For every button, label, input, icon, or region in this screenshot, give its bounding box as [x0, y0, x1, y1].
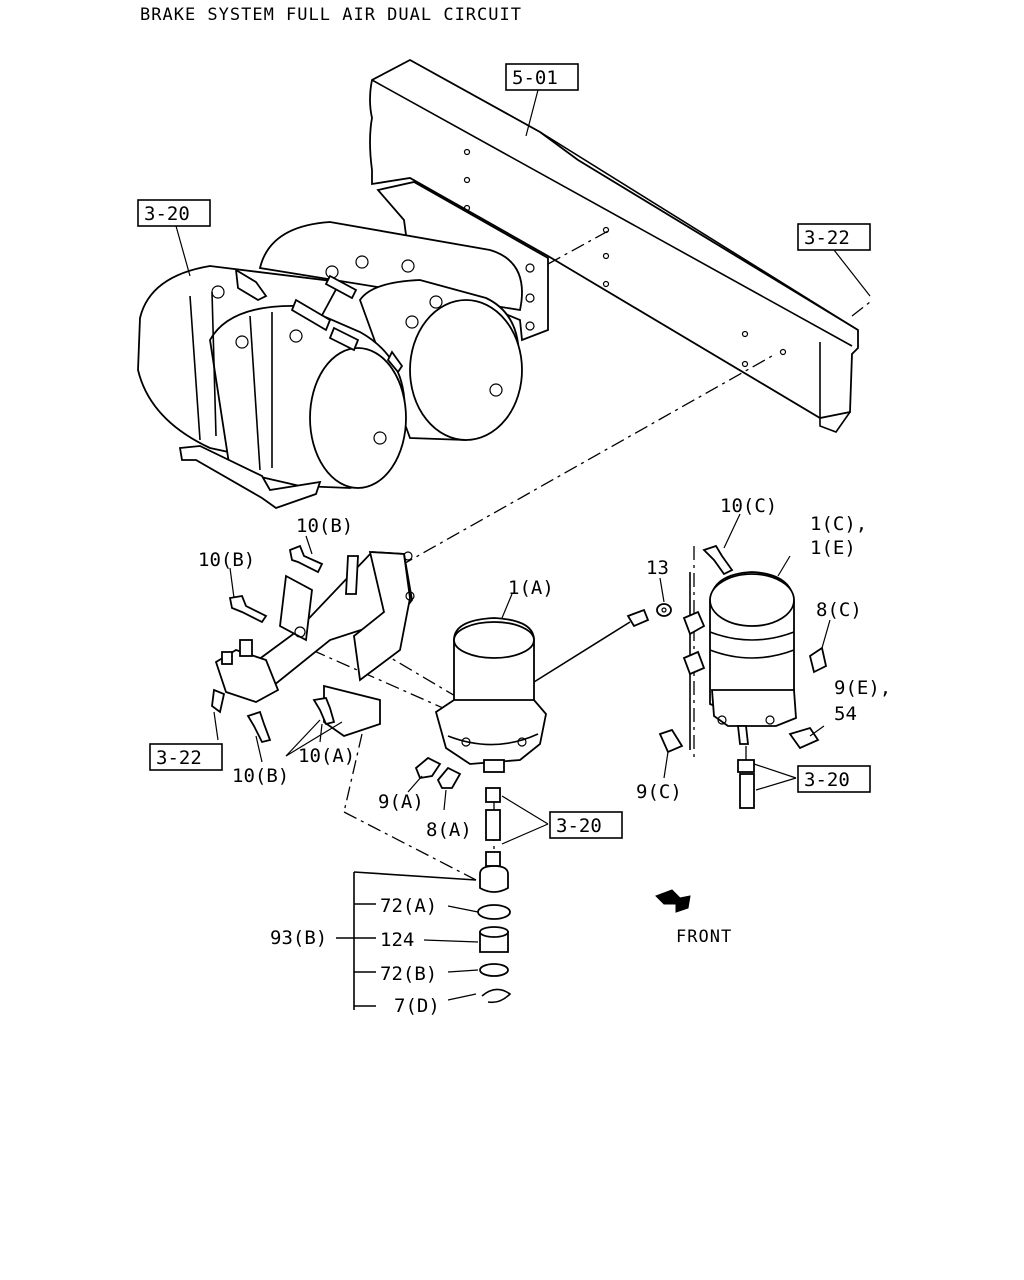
bolt-bottom: [246, 710, 272, 744]
label-washer: 13: [646, 557, 669, 579]
label-bolt-top: 10(B): [296, 515, 353, 537]
fitting-9a: [414, 756, 442, 780]
label-fitting-9e: 9(E),: [834, 677, 891, 699]
ref-frame-label: 5-01: [512, 67, 558, 89]
ref-box-bracket[interactable]: 3-22: [149, 743, 223, 771]
filter-pipe: [737, 759, 755, 809]
bolt-a: [312, 696, 336, 726]
label-kit-72b: 72(B): [380, 963, 437, 985]
label-kit-124: 124: [380, 929, 414, 951]
label-bolt-left: 10(B): [198, 549, 255, 571]
label-filter-1e: 1(E): [810, 537, 856, 559]
ref-filter-fittings-label: 3-20: [804, 769, 850, 791]
kit-bracket: [336, 871, 479, 1010]
frame-rail: [369, 58, 859, 433]
ref-box-tanks[interactable]: 3-20: [137, 199, 211, 227]
air-tanks: [137, 221, 523, 510]
relay-valve: [211, 639, 280, 714]
diagram-title: BRAKE SYSTEM FULL AIR DUAL CIRCUIT: [140, 5, 522, 25]
ref-box-filter-fittings[interactable]: 3-20: [797, 765, 871, 793]
ref-dryer-fittings-label: 3-20: [556, 815, 602, 837]
filter-kit: [477, 865, 512, 1004]
dryer-bracket: [256, 551, 415, 737]
ref-bracket-label: 3-22: [156, 747, 202, 769]
label-fitting-8a: 8(A): [426, 819, 472, 841]
label-filter-1c: 1(C),: [810, 513, 867, 535]
front-label: FRONT: [676, 927, 732, 947]
fitting-8a: [436, 766, 462, 789]
fitting-9c: [658, 728, 684, 754]
air-dryer: [434, 608, 650, 773]
label-bolt-bottom: 10(B): [232, 765, 289, 787]
tank-fittings: [211, 255, 503, 445]
label-kit-7d: 7(D): [394, 995, 440, 1017]
leader-lines: [175, 89, 871, 845]
bolt-c: [702, 544, 734, 576]
label-kit-72a: 72(A): [380, 895, 437, 917]
dryer-pipe-fittings: [485, 787, 501, 867]
washer-13: [656, 603, 672, 617]
ref-box-frame-bolt[interactable]: 3-22: [797, 223, 871, 251]
label-dryer: 1(A): [508, 577, 554, 599]
ref-box-frame[interactable]: 5-01: [505, 63, 579, 91]
fitting-9e: [788, 726, 820, 750]
label-bolt-a: 10(A): [298, 745, 355, 767]
label-fitting-9a: 9(A): [378, 791, 424, 813]
secondary-filter: [682, 571, 797, 750]
label-bolt-c: 10(C): [720, 495, 777, 517]
ref-box-dryer-fittings[interactable]: 3-20: [549, 811, 623, 839]
label-fitting-8c: 8(C): [816, 599, 862, 621]
label-fitting-54: 54: [834, 703, 857, 725]
label-kit: 93(B): [270, 927, 327, 949]
ref-tanks-label: 3-20: [144, 203, 190, 225]
front-arrow-icon: [655, 889, 691, 913]
fitting-8c: [808, 646, 828, 674]
label-fitting-9c: 9(C): [636, 781, 682, 803]
bolt-top: [288, 544, 324, 574]
ref-frame-bolt-label: 3-22: [804, 227, 850, 249]
bolt-left: [228, 594, 268, 624]
